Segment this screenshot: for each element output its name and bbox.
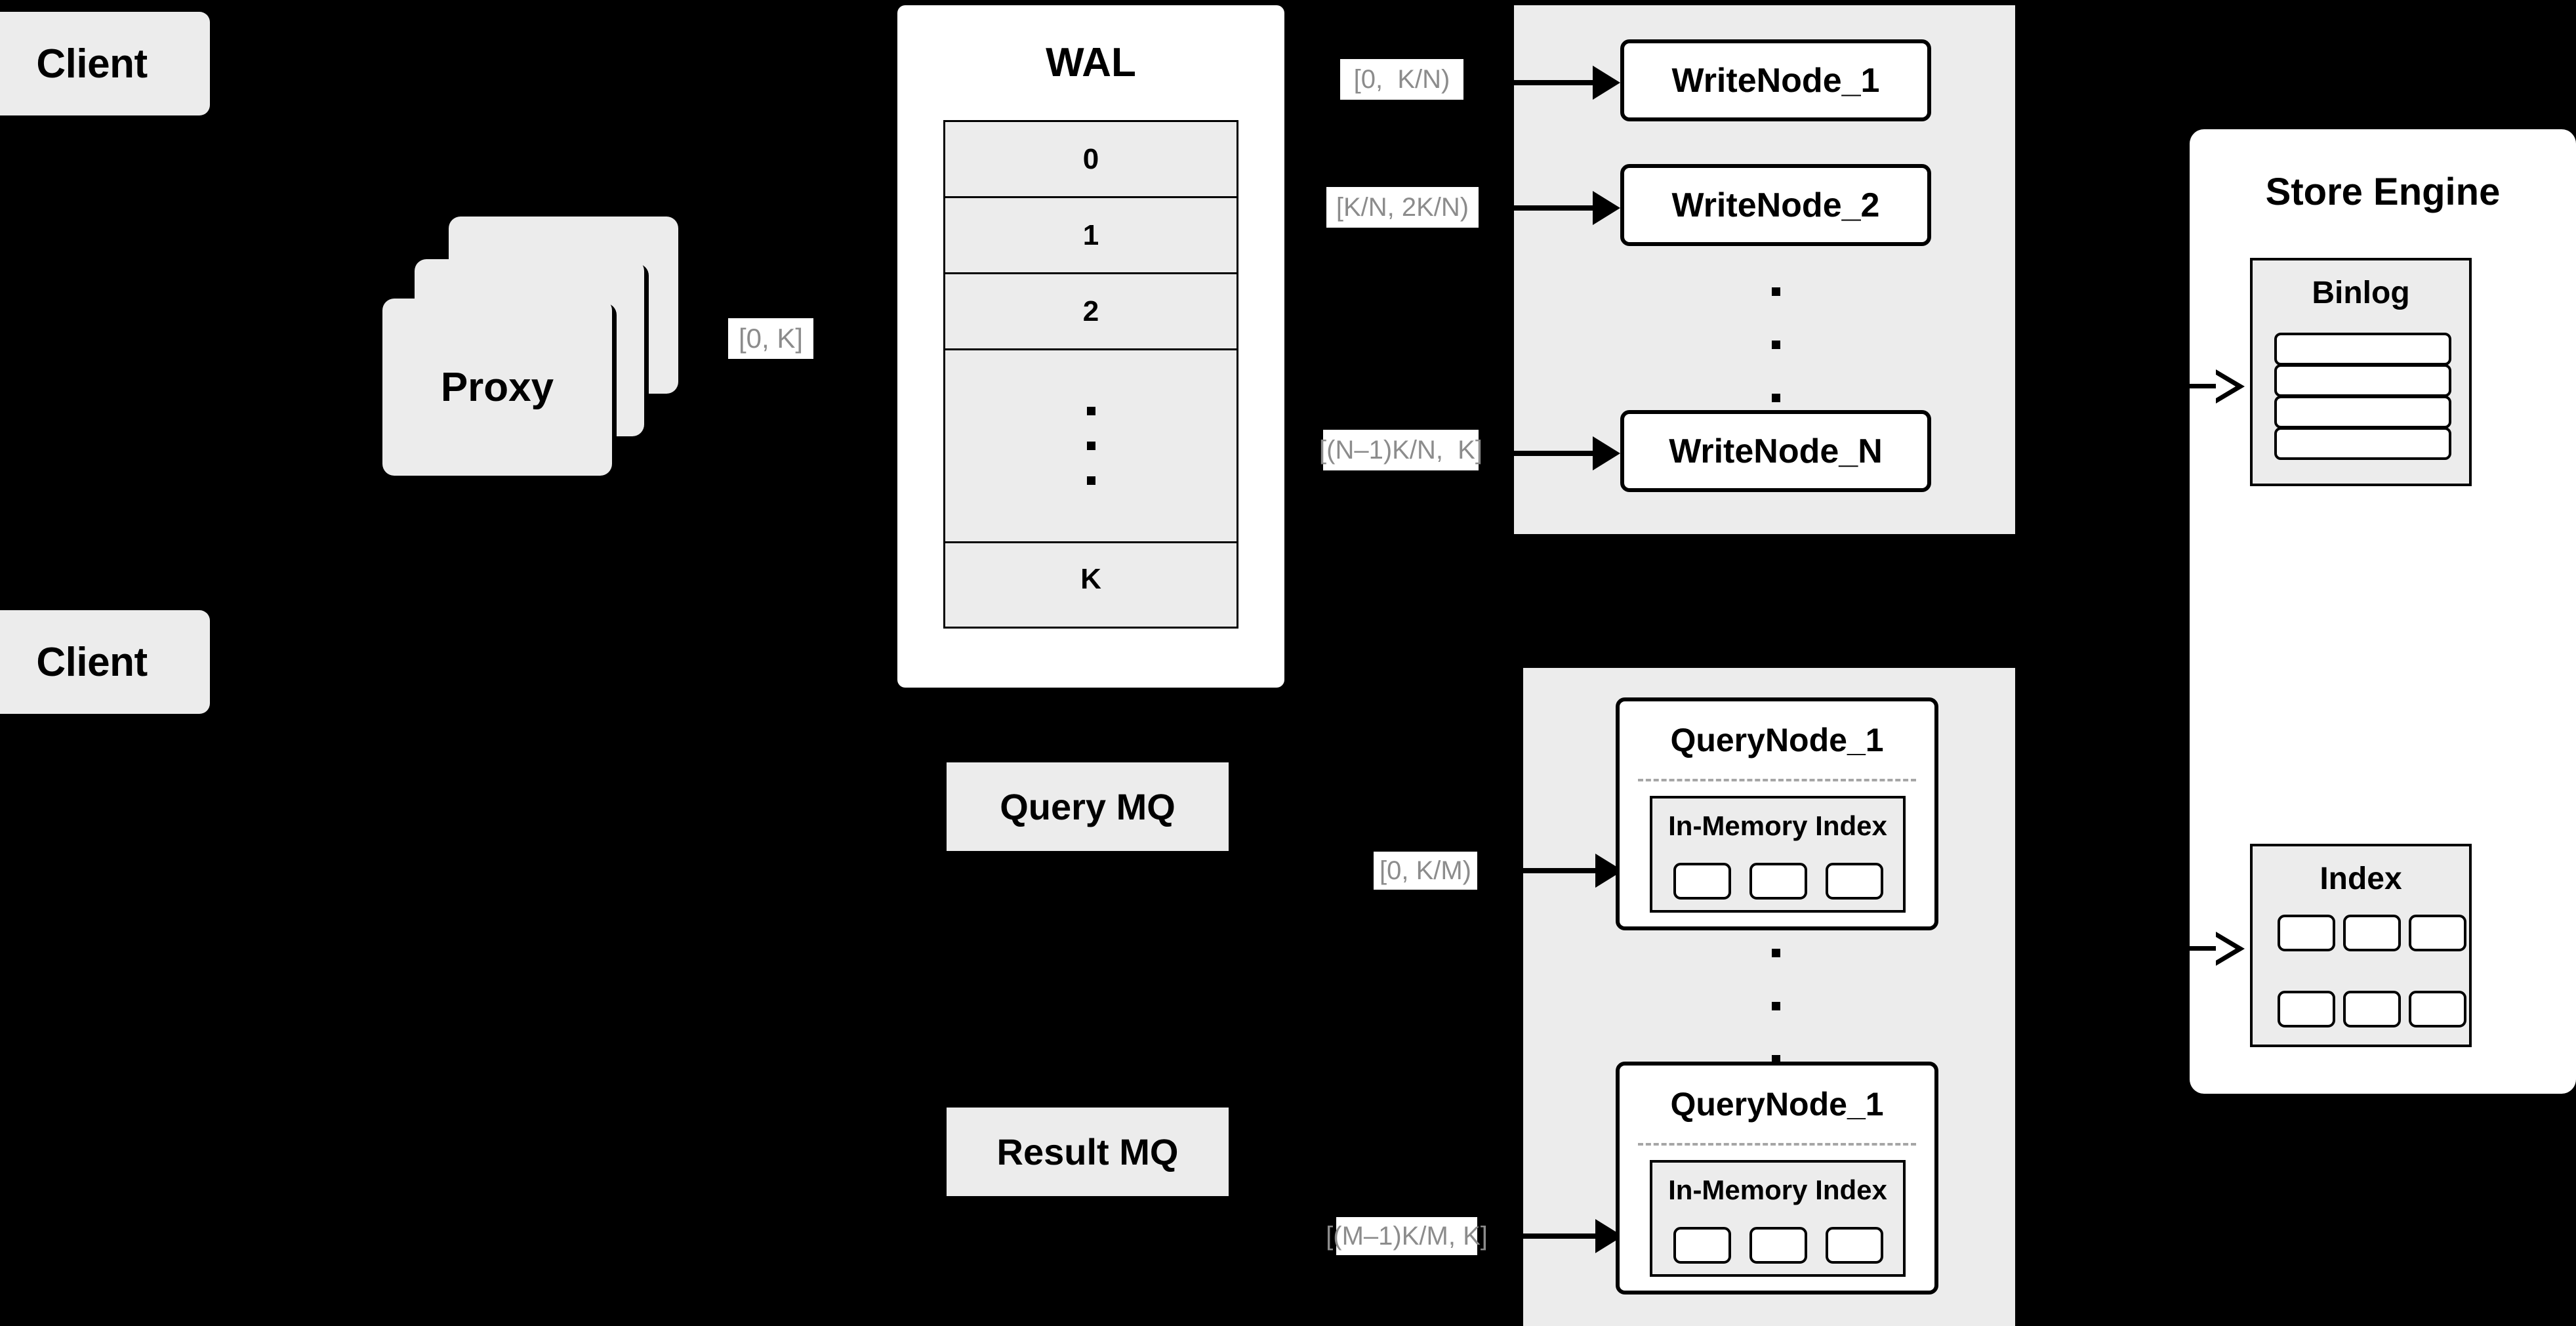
store-engine-panel: Store Engine Binlog Index xyxy=(2190,129,2576,1094)
query-node-1[interactable]: QueryNode_1 In-Memory Index xyxy=(1616,697,1938,930)
query-node-m-title: QueryNode_1 xyxy=(1670,1086,1884,1123)
proxy-card-front[interactable]: Proxy xyxy=(382,299,612,476)
write-nodes-ellipsis xyxy=(1771,282,1780,407)
binlog-row-4[interactable] xyxy=(2274,427,2451,460)
query-mq-box[interactable]: Query MQ xyxy=(947,762,1229,851)
arrow-head-open-binlog xyxy=(2216,369,2245,404)
write-node-2[interactable]: WriteNode_2 xyxy=(1620,164,1931,246)
query-node-m-inmemory-index: In-Memory Index xyxy=(1650,1160,1906,1277)
binlog-title: Binlog xyxy=(2312,276,2410,310)
proxy-label: Proxy xyxy=(440,364,554,410)
write-range-label-n: [(N–1)K/N, K] xyxy=(1319,430,1482,470)
arrow-wal-to-writenode-2 xyxy=(1514,205,1594,211)
write-node-1[interactable]: WriteNode_1 xyxy=(1620,39,1931,121)
write-range-label-1: [0, K/N) xyxy=(1340,59,1463,100)
binlog-row-1[interactable] xyxy=(2274,333,2451,365)
query-node-1-chip-2[interactable] xyxy=(1749,863,1807,900)
query-node-1-title: QueryNode_1 xyxy=(1670,722,1884,758)
arrow-head-writenode-1 xyxy=(1593,66,1620,100)
wal-row-k[interactable]: K xyxy=(945,543,1237,615)
proxy-range-label: [0, K] xyxy=(728,318,813,359)
arrow-querymq-to-querynode-m xyxy=(1523,1233,1597,1239)
arrow-head-open-index xyxy=(2216,932,2245,966)
arrow-querynodes-to-index xyxy=(2190,946,2216,951)
index-chip-4[interactable] xyxy=(2278,991,2335,1027)
index-panel: Index xyxy=(2250,844,2472,1047)
query-node-m-index-title: In-Memory Index xyxy=(1668,1174,1887,1205)
binlog-panel: Binlog xyxy=(2250,258,2472,486)
wal-row-1[interactable]: 1 xyxy=(945,198,1237,274)
index-chip-1[interactable] xyxy=(2278,915,2335,951)
query-range-label-1: [0, K/M) xyxy=(1374,852,1477,890)
wal-row-2[interactable]: 2 xyxy=(945,274,1237,350)
arrow-head-writenode-2 xyxy=(1593,191,1620,225)
query-node-m-chip-2[interactable] xyxy=(1749,1227,1807,1264)
index-chip-6[interactable] xyxy=(2409,991,2466,1027)
query-node-1-chip-1[interactable] xyxy=(1673,863,1731,900)
wal-row-ellipsis xyxy=(945,350,1237,543)
arrow-writenodes-to-binlog xyxy=(2190,384,2216,388)
write-node-n[interactable]: WriteNode_N xyxy=(1620,410,1931,492)
index-chip-2[interactable] xyxy=(2343,915,2401,951)
write-node-1-label: WriteNode_1 xyxy=(1671,61,1880,100)
store-engine-title: Store Engine xyxy=(2265,171,2501,213)
write-node-n-label: WriteNode_N xyxy=(1669,432,1883,470)
arrow-querymq-to-querynode-1 xyxy=(1523,868,1597,873)
index-chip-5[interactable] xyxy=(2343,991,2401,1027)
binlog-row-2[interactable] xyxy=(2274,364,2451,397)
query-nodes-ellipsis xyxy=(1771,943,1780,1068)
query-node-m-chip-1[interactable] xyxy=(1673,1227,1731,1264)
index-chip-3[interactable] xyxy=(2409,915,2466,951)
client-box-2[interactable]: Client xyxy=(0,610,210,714)
query-node-1-index-title: In-Memory Index xyxy=(1668,810,1887,841)
index-title: Index xyxy=(2320,861,2402,896)
query-node-1-divider xyxy=(1638,779,1916,781)
binlog-row-3[interactable] xyxy=(2274,396,2451,428)
wal-table: 0 1 2 K xyxy=(943,120,1238,629)
client-label-1: Client xyxy=(36,41,148,87)
query-range-label-m: [(M–1)K/M, K] xyxy=(1326,1217,1488,1255)
query-node-m-divider xyxy=(1638,1143,1916,1146)
write-node-2-label: WriteNode_2 xyxy=(1671,186,1880,224)
result-mq-box[interactable]: Result MQ xyxy=(947,1108,1229,1196)
client-label-2: Client xyxy=(36,639,148,685)
query-mq-label: Query MQ xyxy=(1000,786,1176,827)
query-node-m-chip-3[interactable] xyxy=(1826,1227,1883,1264)
arrow-wal-to-writenode-1 xyxy=(1514,80,1594,85)
query-node-m[interactable]: QueryNode_1 In-Memory Index xyxy=(1616,1062,1938,1295)
query-node-1-inmemory-index: In-Memory Index xyxy=(1650,796,1906,913)
wal-panel: WAL 0 1 2 K xyxy=(897,5,1284,688)
wal-title: WAL xyxy=(1046,40,1136,85)
result-mq-label: Result MQ xyxy=(996,1131,1179,1172)
arrow-head-writenode-n xyxy=(1593,436,1620,470)
client-box-1[interactable]: Client xyxy=(0,12,210,115)
wal-row-0[interactable]: 0 xyxy=(945,122,1237,198)
write-range-label-2: [K/N, 2K/N) xyxy=(1326,187,1479,228)
arrow-wal-to-writenode-n xyxy=(1514,451,1594,456)
query-node-1-chip-3[interactable] xyxy=(1826,863,1883,900)
